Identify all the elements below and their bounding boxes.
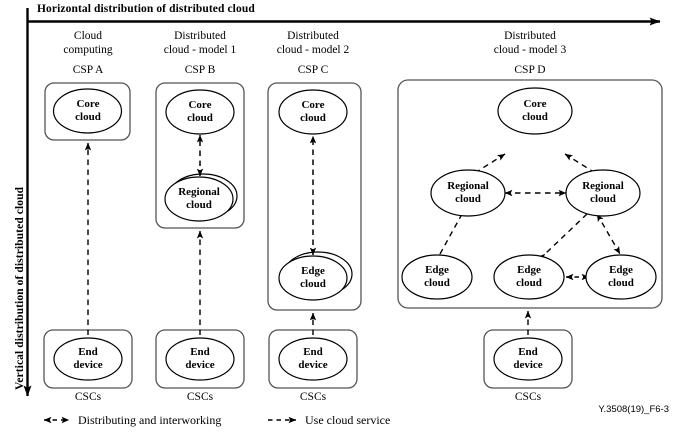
column-title-distributed-cloud-model-2: Distributed cloud - model 2 — [277, 30, 350, 57]
column-title-line-1: Cloud — [73, 30, 103, 42]
csc-b-box — [155, 329, 245, 389]
customer-label-cscs-d: CSCs — [514, 391, 542, 403]
column-title-line-2: computing — [63, 43, 113, 56]
customer-label-cscs-b: CSCs — [186, 391, 214, 403]
provider-label-csp-d: CSP D — [514, 64, 546, 76]
csp-a-box — [44, 82, 131, 141]
csp-d-box — [397, 79, 663, 309]
figure-reference: Y.3508(19)_F6-3 — [598, 404, 669, 415]
column-title-line-1: Distributed — [287, 30, 339, 42]
legend-label-distributing-and-interworking: Distributing and interworking — [78, 413, 222, 427]
column-title-line-2: cloud - model 1 — [163, 43, 237, 56]
link-d-regional-right-edge-right — [596, 213, 621, 255]
provider-label-csp-a: CSP A — [72, 64, 104, 76]
csc-d-box — [483, 329, 573, 389]
node-core-cloud-b — [165, 89, 235, 135]
node-edge-cloud-c — [278, 255, 348, 301]
csc-a-box — [43, 329, 133, 389]
legend-label-use-cloud-service: Use cloud service — [305, 413, 391, 427]
provider-label-csp-b: CSP B — [184, 64, 216, 76]
node-edge-cloud-d-left — [401, 254, 473, 300]
node-regional-cloud-d-left — [430, 169, 506, 217]
node-edge-cloud-d-right — [585, 254, 657, 300]
link-d-regional-right-edge-mid — [537, 206, 595, 262]
node-edge-cloud-d-mid — [493, 254, 565, 300]
column-title-distributed-cloud-model-1: Distributed cloud - model 1 — [164, 30, 237, 57]
node-regional-cloud-d-right — [565, 169, 641, 217]
node-core-cloud-a — [52, 88, 123, 134]
node-end-device-b — [165, 337, 235, 381]
node-core-cloud-d — [497, 87, 573, 135]
node-regional-cloud-b — [164, 176, 234, 222]
column-title-line-2: cloud - model 2 — [276, 43, 350, 56]
vertical-axis-label: Vertical distribution of distributed clo… — [14, 186, 26, 390]
node-end-device-d — [493, 337, 563, 381]
column-title-line-2: cloud - model 3 — [493, 43, 567, 56]
customer-label-cscs-c: CSCs — [299, 391, 327, 403]
link-d-regional-left-edge-left — [433, 205, 469, 263]
horizontal-axis-label: Horizontal distribution of distributed c… — [37, 3, 255, 15]
column-title-line-1: Distributed — [174, 30, 226, 42]
column-title-cloud-computing: Cloud computing — [63, 30, 112, 57]
csc-c-box — [268, 329, 358, 389]
customer-label-cscs-a: CSCs — [74, 391, 102, 403]
column-title-line-1: Distributed — [504, 30, 556, 42]
csp-c-box — [267, 82, 362, 311]
csp-b-box — [155, 82, 245, 229]
node-end-device-c — [278, 337, 348, 381]
node-end-device-a — [53, 337, 123, 381]
column-title-distributed-cloud-model-3: Distributed cloud - model 3 — [494, 30, 567, 57]
node-core-cloud-c — [278, 89, 348, 135]
provider-label-csp-c: CSP C — [297, 64, 329, 76]
